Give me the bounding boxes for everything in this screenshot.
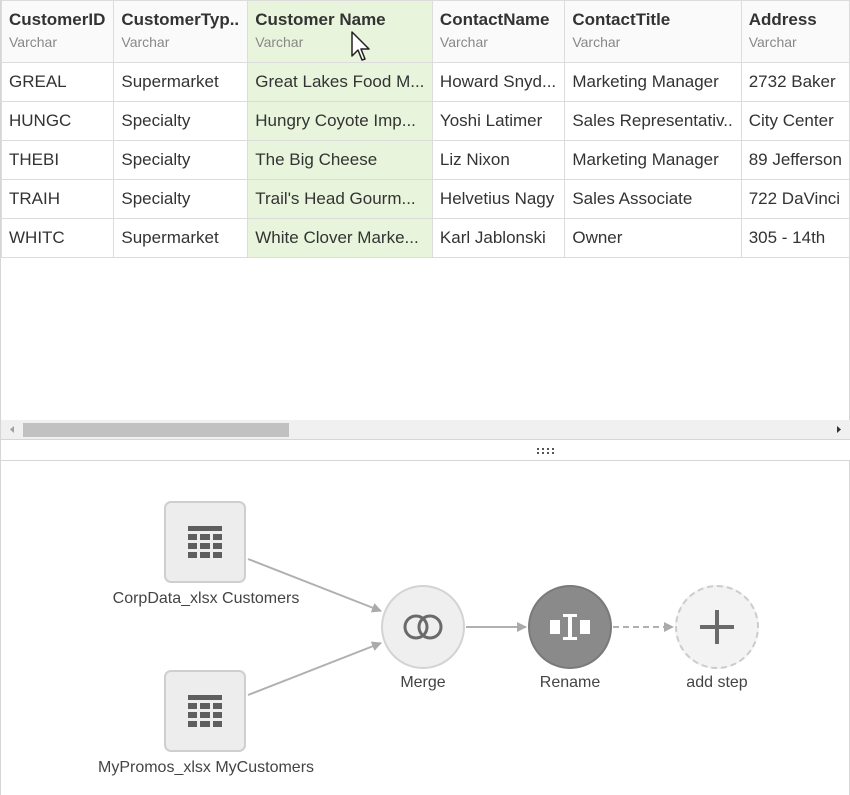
column-name: Address — [748, 10, 817, 29]
cell[interactable]: Specialty — [113, 140, 249, 180]
table-row[interactable]: HUNGC Specialty Hungry Coyote Imp... Yos… — [1, 101, 850, 141]
mouse-cursor-icon — [351, 31, 370, 61]
column-header-customertype[interactable]: CustomerTyp.. Varchar — [113, 0, 249, 63]
cell[interactable]: Marketing Manager — [564, 140, 742, 180]
column-name: CustomerID — [9, 10, 106, 29]
horizontal-scrollbar[interactable] — [1, 420, 850, 439]
connector-line — [247, 641, 382, 696]
cell[interactable]: WHITC — [1, 218, 115, 258]
cell[interactable]: Owner — [564, 218, 742, 258]
cell[interactable]: Specialty — [113, 179, 249, 219]
cell[interactable]: The Big Cheese — [247, 140, 433, 180]
rename-icon — [550, 614, 590, 640]
column-name: Customer Name — [255, 10, 386, 29]
cell[interactable]: Great Lakes Food M... — [247, 62, 433, 102]
cell[interactable]: 89 Jefferson — [740, 140, 850, 180]
scrollbar-thumb[interactable] — [23, 423, 289, 437]
table-row[interactable]: WHITC Supermarket White Clover Marke... … — [1, 218, 850, 258]
cell[interactable]: HUNGC — [1, 101, 115, 141]
column-name: ContactName — [439, 10, 550, 29]
column-type: Varchar — [121, 34, 170, 50]
cell[interactable]: 2732 Baker — [740, 62, 850, 102]
cell[interactable]: Howard Snyd... — [431, 62, 566, 102]
column-header-customerid[interactable]: CustomerID Varchar — [1, 0, 115, 63]
cell[interactable]: Karl Jablonski — [431, 218, 566, 258]
cell[interactable]: THEBI — [1, 140, 115, 180]
data-table: CustomerID Varchar CustomerTyp.. Varchar C… — [1, 0, 850, 258]
table-icon — [188, 695, 222, 727]
flow-canvas: CorpData_xlsx Customers MyPromos_xlsx My… — [1, 461, 850, 795]
cell[interactable]: Hungry Coyote Imp... — [247, 101, 433, 141]
header-row: CustomerID Varchar CustomerTyp.. Varchar C… — [1, 0, 850, 63]
source-node-corpdata[interactable] — [164, 501, 246, 583]
column-name: CustomerTyp.. — [121, 10, 240, 29]
table-row[interactable]: TRAIH Specialty Trail's Head Gourm... He… — [1, 179, 850, 219]
cell[interactable]: Sales Representativ.. — [564, 101, 742, 141]
column-name: ContactTitle — [572, 10, 671, 29]
column-type: Varchar — [572, 34, 621, 50]
merge-node[interactable] — [381, 585, 465, 669]
cell[interactable]: Yoshi Latimer — [431, 101, 566, 141]
drag-handle-icon[interactable] — [536, 448, 558, 454]
connector-line — [247, 558, 382, 613]
cell[interactable]: White Clover Marke... — [247, 218, 433, 258]
cell[interactable]: Specialty — [113, 101, 249, 141]
plus-icon — [700, 610, 734, 644]
source-node-label: CorpData_xlsx Customers — [112, 590, 300, 607]
cell[interactable]: Helvetius Nagy — [431, 179, 566, 219]
column-type: Varchar — [439, 34, 488, 50]
table-icon — [188, 526, 222, 558]
cell[interactable]: 305 - 14th — [740, 218, 850, 258]
add-step-label: add step — [686, 674, 748, 691]
column-type: Varchar — [9, 34, 57, 50]
cell[interactable]: Liz Nixon — [431, 140, 566, 180]
scroll-right-arrow-icon[interactable] — [830, 420, 848, 439]
cell[interactable]: GREAL — [1, 62, 115, 102]
source-node-label: MyPromos_xlsx MyCustomers — [97, 759, 315, 776]
cell[interactable]: TRAIH — [1, 179, 115, 219]
column-type: Varchar — [255, 34, 304, 50]
cell[interactable]: Supermarket — [113, 218, 249, 258]
flow-connectors — [247, 558, 674, 696]
rename-node[interactable] — [528, 585, 612, 669]
cell[interactable]: Supermarket — [113, 62, 249, 102]
column-type: Varchar — [748, 34, 797, 50]
add-step-node[interactable] — [675, 585, 759, 669]
merge-node-label: Merge — [400, 674, 446, 691]
cell[interactable]: Trail's Head Gourm... — [247, 179, 433, 219]
scroll-left-arrow-icon[interactable] — [3, 420, 21, 439]
table-row[interactable]: GREAL Supermarket Great Lakes Food M... … — [1, 62, 850, 102]
source-node-mypromos[interactable] — [164, 670, 246, 752]
data-grid: CustomerID Varchar CustomerTyp.. Varchar C… — [1, 0, 850, 420]
cell[interactable]: Sales Associate — [564, 179, 742, 219]
panel-splitter[interactable] — [1, 439, 850, 461]
cell[interactable]: City Center — [740, 101, 850, 141]
merge-icon — [403, 614, 443, 640]
cell[interactable]: 722 DaVinci — [740, 179, 850, 219]
rename-node-label: Rename — [539, 674, 601, 691]
table-row[interactable]: THEBI Specialty The Big Cheese Liz Nixon… — [1, 140, 850, 180]
cell[interactable]: Marketing Manager — [564, 62, 742, 102]
